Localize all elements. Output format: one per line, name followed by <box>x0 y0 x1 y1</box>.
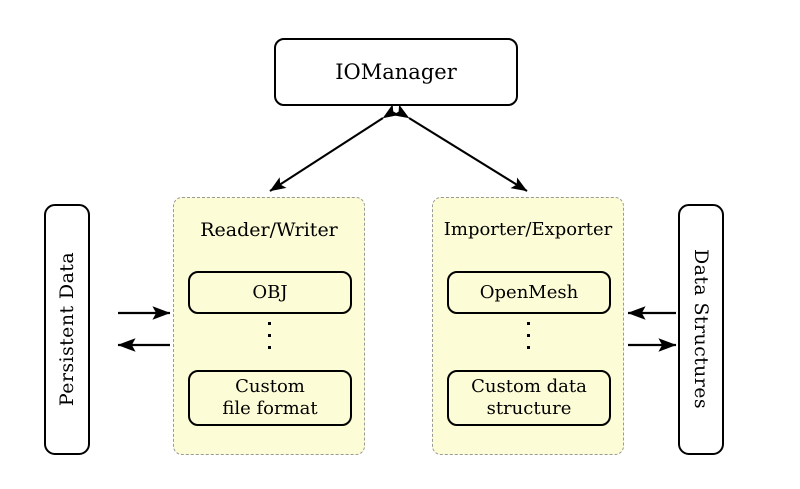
group-reader-writer-title: Reader/Writer <box>200 219 338 241</box>
ellipsis-dot <box>267 334 271 337</box>
item-custom-data-structure-label-line1: Custom data <box>471 376 587 398</box>
group-reader-writer[interactable]: Reader/Writer OBJ Custom file format <box>173 197 365 455</box>
item-custom-file-format-label-line2: file format <box>222 398 318 419</box>
node-iomanager[interactable]: IOManager <box>274 38 518 106</box>
ellipsis-dot <box>267 346 271 349</box>
ellipsis-importer-exporter <box>433 322 623 349</box>
ellipsis-reader-writer <box>174 322 364 349</box>
item-custom-file-format[interactable]: Custom file format <box>188 370 352 426</box>
group-importer-exporter-title: Importer/Exporter <box>443 219 613 240</box>
item-custom-file-format-label-line1: Custom <box>235 376 305 398</box>
ellipsis-dot <box>526 346 530 349</box>
node-data-structures[interactable]: Data Structures <box>678 204 724 455</box>
node-persistent-data[interactable]: Persistent Data <box>44 204 90 455</box>
item-obj-label: OBJ <box>252 281 288 303</box>
arrow-iomanager-reader-writer <box>269 104 400 192</box>
ellipsis-dot <box>526 334 530 337</box>
node-data-structures-label: Data Structures <box>690 249 713 410</box>
item-openmesh-label: OpenMesh <box>479 281 579 303</box>
node-persistent-data-label: Persistent Data <box>55 252 78 407</box>
item-obj[interactable]: OBJ <box>188 271 352 314</box>
item-openmesh[interactable]: OpenMesh <box>447 271 611 314</box>
ellipsis-dot <box>267 322 271 325</box>
item-custom-data-structure-label-line2: structure <box>486 398 572 419</box>
group-importer-exporter[interactable]: Importer/Exporter OpenMesh Custom data s… <box>432 197 624 455</box>
ellipsis-dot <box>526 322 530 325</box>
node-iomanager-label: IOManager <box>335 59 457 84</box>
item-custom-data-structure[interactable]: Custom data structure <box>447 370 611 426</box>
arrow-iomanager-importer-exporter <box>392 104 528 192</box>
